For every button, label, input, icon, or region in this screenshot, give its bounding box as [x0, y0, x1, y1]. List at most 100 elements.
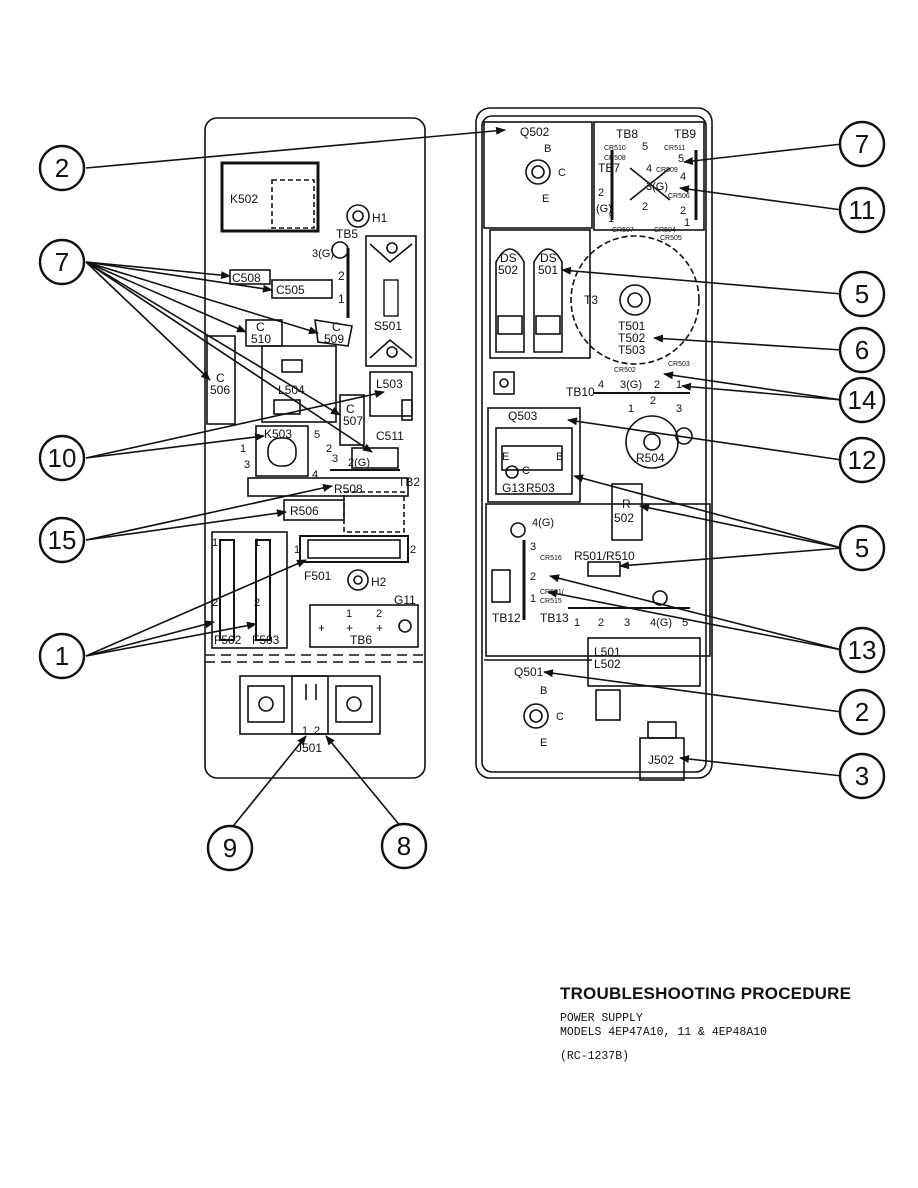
label-tb10-4: 4 — [598, 379, 604, 391]
callout-right-10: 3 — [838, 752, 886, 800]
label-tb8-2: 2 — [642, 201, 648, 213]
label-k503: K503 — [264, 427, 292, 441]
label-r503: R503 — [526, 481, 555, 495]
label-k502: K502 — [230, 192, 258, 206]
label-r501-r510: R501/R510 — [574, 549, 635, 563]
label-c511-2g: 2(G) — [348, 457, 370, 469]
label-c509-c: C — [332, 320, 341, 334]
label-q502-c: C — [558, 167, 566, 179]
label-k503-4: 4 — [312, 469, 318, 481]
label-r502-r: R — [622, 497, 631, 511]
label-tb9: TB9 — [674, 127, 696, 141]
left-panel-labels: K502 H1 TB5 3(G) 2 1 S501 C508 C505 C 51… — [210, 192, 420, 755]
label-r506: R506 — [290, 504, 319, 518]
label-f501-2: 2 — [410, 544, 416, 556]
label-tb6-2: 2 — [376, 608, 382, 620]
callout-left-1: 2 — [38, 144, 86, 192]
label-tb10-2: 2 — [654, 379, 660, 391]
label-f502-1: 1 — [212, 537, 218, 549]
label-f503-2: 2 — [254, 597, 260, 609]
label-f503: F503 — [252, 633, 280, 647]
label-r504-1: 1 — [628, 403, 634, 415]
label-c506-num: 506 — [210, 383, 230, 397]
label-q503: Q503 — [508, 409, 538, 423]
label-cr511: CR511 — [664, 145, 685, 152]
svg-text:7: 7 — [55, 247, 69, 277]
label-cr515: CR515 — [540, 598, 562, 605]
label-tb12-2: 2 — [530, 571, 536, 583]
svg-text:1: 1 — [55, 641, 69, 671]
callout-left-5: 1 — [38, 632, 86, 680]
label-cr504: CR504 — [654, 227, 676, 234]
svg-text:5: 5 — [855, 279, 869, 309]
label-q501: Q501 — [514, 665, 544, 679]
label-ds501-ds: DS — [540, 251, 557, 265]
label-tb7-g: (G) — [596, 203, 612, 215]
label-g13: G13 — [502, 481, 525, 495]
label-q501-c: C — [556, 711, 564, 723]
caption-block: TROUBLESHOOTING PROCEDURE POWER SUPPLY M… — [560, 984, 900, 1064]
left-chassis-panel — [204, 117, 426, 779]
label-c508: C508 — [232, 271, 261, 285]
label-j501-1: 1 — [302, 725, 308, 737]
leader-lines — [85, 126, 843, 831]
label-tb10: TB10 — [566, 385, 595, 399]
label-tb13-5: 5 — [682, 617, 688, 629]
label-cr508: CR508 — [604, 155, 626, 162]
label-ds502-ds: DS — [500, 251, 517, 265]
label-tb12-1: 1 — [530, 593, 536, 605]
svg-text:2: 2 — [855, 697, 869, 727]
label-tb5-3g: 3(G) — [312, 248, 334, 260]
label-c509-num: 509 — [324, 332, 344, 346]
label-l501: L501 — [594, 645, 621, 659]
label-tb8-3g: 3(G) — [646, 181, 668, 193]
label-tb6-plus-3: + — [376, 621, 383, 635]
label-tb9-2: 2 — [680, 205, 686, 217]
callout-right-2: 11 — [838, 186, 886, 234]
label-tb12: TB12 — [492, 611, 521, 625]
label-f501-1: 1 — [294, 544, 300, 556]
label-k503-3: 3 — [244, 459, 250, 471]
label-tb8-5: 5 — [642, 141, 648, 153]
label-tb5: TB5 — [336, 227, 358, 241]
label-g11: G11 — [394, 593, 416, 607]
label-f502: F502 — [214, 633, 242, 647]
label-tb2: TB2 — [398, 475, 420, 489]
label-q502: Q502 — [520, 125, 550, 139]
label-c507-num: 507 — [343, 414, 363, 428]
label-tb13-2: 2 — [598, 617, 604, 629]
label-q502-b: B — [544, 143, 551, 155]
label-cr509: CR509 — [656, 167, 678, 174]
label-tb13-3: 3 — [624, 617, 630, 629]
label-tb9-1: 1 — [684, 217, 690, 229]
callout-right-1: 7 — [838, 120, 886, 168]
callout-right-4: 6 — [838, 326, 886, 374]
label-q503-e: E — [502, 451, 509, 463]
label-c505: C505 — [276, 283, 305, 297]
svg-text:6: 6 — [855, 335, 869, 365]
label-l503: L503 — [376, 377, 403, 391]
svg-text:5: 5 — [855, 533, 869, 563]
label-cr503: CR503 — [668, 361, 690, 368]
label-cr507: CR507 — [612, 227, 634, 234]
label-tb9-4: 4 — [680, 171, 686, 183]
svg-text:14: 14 — [848, 385, 877, 415]
svg-text:9: 9 — [223, 833, 237, 863]
label-r504-2: 2 — [650, 395, 656, 407]
label-tb2-3: 3 — [332, 453, 338, 465]
caption-doc-code: (RC-1237B) — [560, 1050, 630, 1063]
callout-left-6: 9 — [206, 824, 254, 872]
label-tb6-1: 1 — [346, 608, 352, 620]
right-panel-labels: Q502 B C E TB8 TB9 CR510 CR508 5 CR511 5… — [492, 125, 696, 767]
label-tb7-1: 1 — [608, 213, 614, 225]
svg-text:2: 2 — [55, 153, 69, 183]
label-r508: R508 — [334, 482, 363, 496]
caption-subtitle-1: POWER SUPPLY — [560, 1012, 643, 1025]
svg-text:12: 12 — [848, 445, 877, 475]
callout-left-2: 7 — [38, 238, 86, 286]
svg-text:11: 11 — [849, 195, 876, 225]
svg-text:15: 15 — [48, 525, 77, 555]
svg-text:7: 7 — [855, 129, 869, 159]
label-tb7: TB7 — [598, 161, 620, 175]
